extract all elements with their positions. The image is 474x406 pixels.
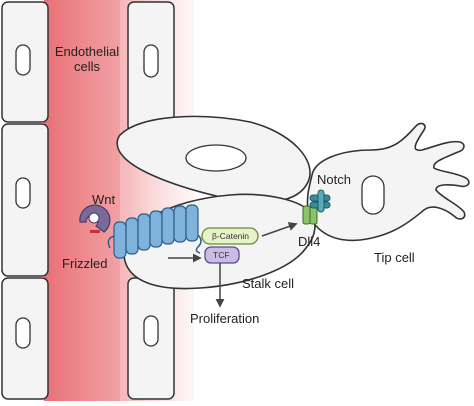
frizzled-receptor bbox=[107, 204, 202, 259]
label-beta-catenin: β-Catenin bbox=[212, 231, 250, 241]
arrow-betacatenin-to-dll4 bbox=[261, 222, 298, 237]
tip-cell bbox=[306, 122, 470, 242]
label-tip-cell: Tip cell bbox=[374, 250, 415, 265]
nucleus bbox=[15, 44, 31, 76]
left-endothelial-column bbox=[1, 1, 49, 400]
nucleus bbox=[143, 315, 159, 347]
nucleus bbox=[185, 144, 247, 172]
label-wnt: Wnt bbox=[92, 192, 116, 207]
nucleus bbox=[15, 317, 31, 349]
nucleus bbox=[15, 177, 31, 209]
tcf-box bbox=[204, 246, 240, 264]
label-frizzled: Frizzled bbox=[62, 256, 108, 271]
upper-migrating-cell bbox=[116, 115, 311, 204]
label-dll4: Dll4 bbox=[298, 234, 321, 249]
wnt-ligand bbox=[79, 204, 111, 233]
nucleus bbox=[143, 44, 159, 78]
beta-catenin-box bbox=[201, 227, 259, 245]
label-endothelial-cells: Endothelial cells bbox=[54, 44, 120, 74]
label-proliferation: Proliferation bbox=[190, 311, 260, 326]
label-stalk-cell: Stalk cell bbox=[242, 276, 295, 291]
dll4-ligand bbox=[302, 205, 318, 225]
nucleus bbox=[361, 175, 385, 215]
right-endothelial-column bbox=[127, 1, 175, 400]
label-notch: Notch bbox=[317, 172, 351, 187]
notch-receptor bbox=[309, 189, 331, 213]
label-tcf: TCF bbox=[213, 250, 230, 260]
